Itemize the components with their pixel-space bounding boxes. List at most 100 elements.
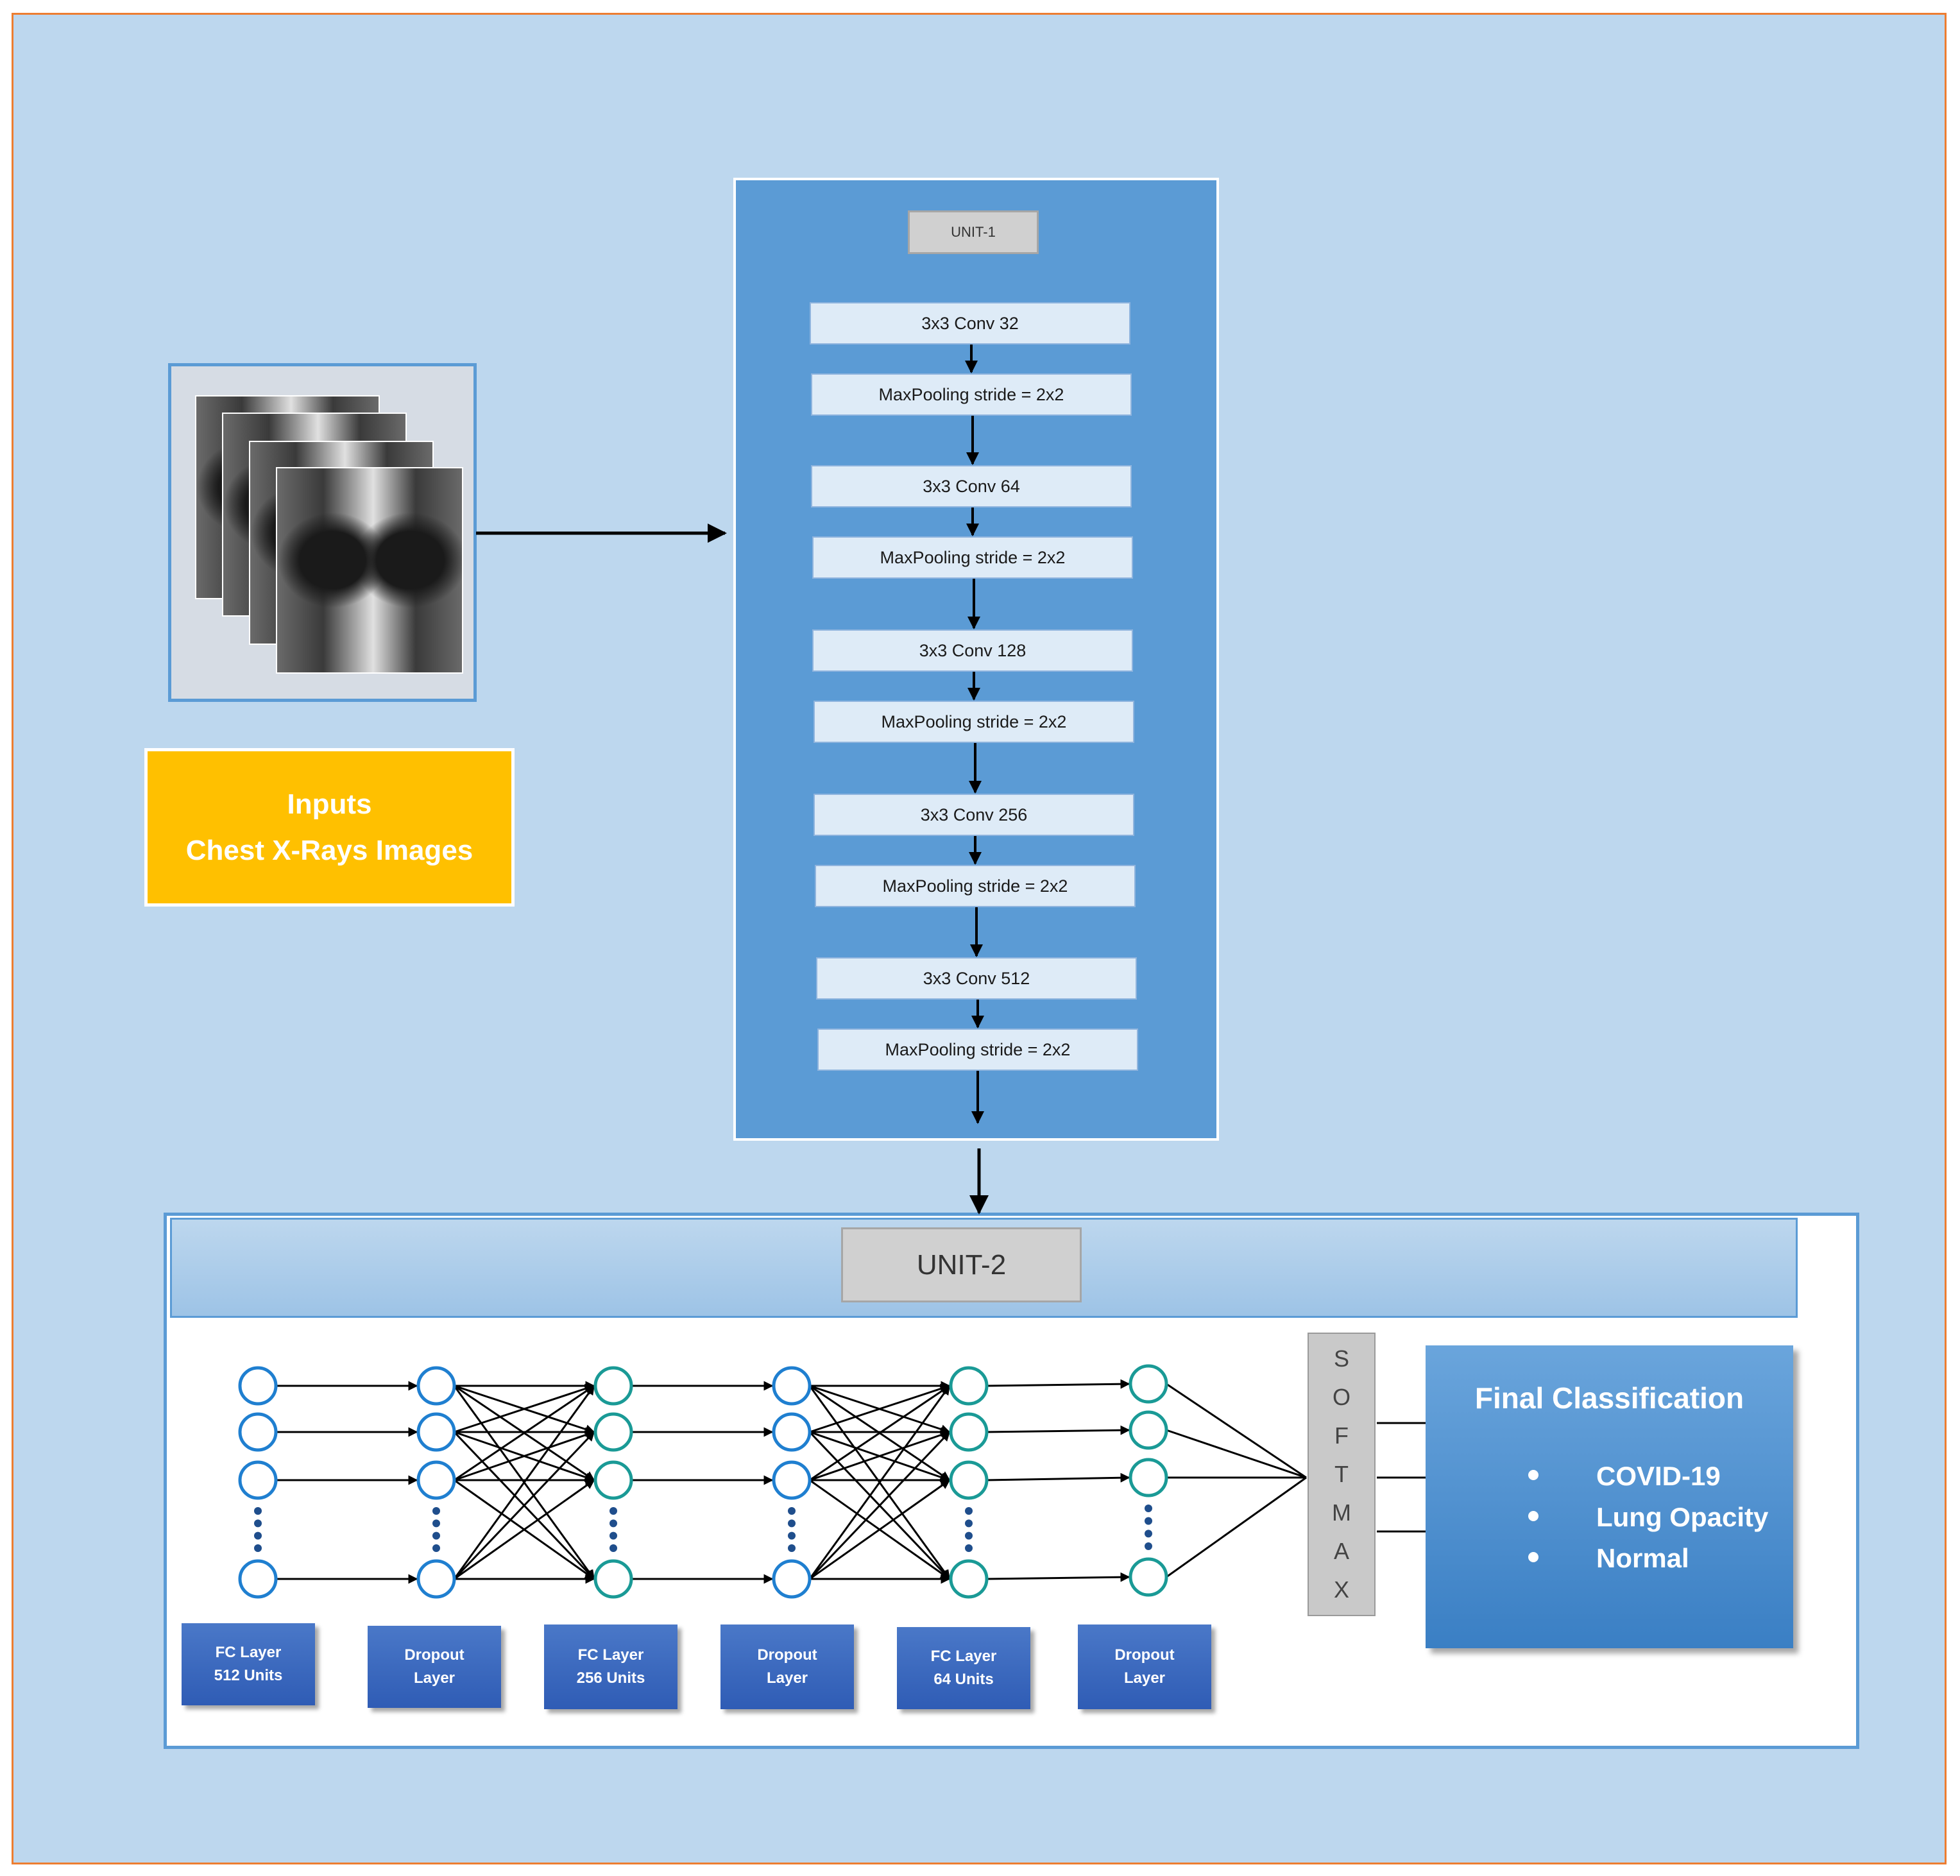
ellipsis-dot xyxy=(1145,1542,1152,1550)
ellipsis-dot xyxy=(788,1519,796,1528)
ellipsis-dot xyxy=(965,1507,973,1515)
bullet-icon xyxy=(1528,1552,1538,1562)
neuron xyxy=(593,1460,633,1500)
ellipsis-dot xyxy=(432,1507,440,1515)
network-edge xyxy=(454,1385,595,1481)
ellipsis-dot xyxy=(788,1544,796,1552)
inputs-label: Inputs Chest X-Rays Images xyxy=(144,748,515,907)
network-edge xyxy=(1166,1429,1307,1479)
network-edge xyxy=(809,1430,951,1481)
network-edge xyxy=(454,1479,595,1580)
maxpool-layer-4: MaxPooling stride = 2x2 xyxy=(815,865,1136,907)
layer-label-line: Layer xyxy=(766,1669,808,1687)
network-edges xyxy=(276,1379,1426,1584)
neuron xyxy=(238,1460,278,1500)
layer-label-line: Dropout xyxy=(757,1646,817,1664)
neuron xyxy=(416,1412,456,1452)
maxpool-layer-1: MaxPooling stride = 2x2 xyxy=(811,373,1132,416)
unit1-arrows xyxy=(476,345,989,1215)
ellipsis-dot xyxy=(1145,1530,1152,1538)
network-edge xyxy=(986,1425,1130,1435)
layer-label-line: Layer xyxy=(1123,1669,1166,1687)
ellipsis-dot xyxy=(254,1507,262,1515)
neuron xyxy=(1129,1458,1168,1497)
conv-layer-32: 3x3 Conv 32 xyxy=(810,302,1130,345)
network-edge xyxy=(986,1472,1130,1483)
network-edge xyxy=(808,1431,951,1580)
softmax-block: S O F T M A X xyxy=(1308,1333,1376,1616)
network-edge xyxy=(454,1384,595,1433)
ellipsis-dot xyxy=(609,1507,617,1515)
neuron xyxy=(772,1559,812,1599)
network-edge xyxy=(1166,1383,1307,1479)
softmax-letter: S xyxy=(1333,1345,1349,1372)
layer-label-line: Layer xyxy=(413,1669,456,1687)
ellipsis-dot xyxy=(1145,1517,1152,1525)
conv-layer-256: 3x3 Conv 256 xyxy=(814,794,1134,836)
neuron xyxy=(416,1460,456,1500)
ellipsis-dot xyxy=(254,1531,262,1540)
neuron xyxy=(416,1366,456,1406)
ellipsis-dot xyxy=(609,1519,617,1528)
fc-layer-64-label: FC Layer 64 Units xyxy=(897,1627,1030,1709)
network-edge xyxy=(986,1572,1130,1582)
softmax-letter: O xyxy=(1332,1384,1351,1410)
ellipsis-dot xyxy=(432,1531,440,1540)
neuron xyxy=(238,1412,278,1452)
network-edge xyxy=(809,1385,951,1481)
neuron xyxy=(949,1412,989,1452)
network-edge xyxy=(454,1430,595,1481)
neuron xyxy=(1129,1410,1168,1450)
layer-label-line: Dropout xyxy=(404,1646,464,1664)
neuron xyxy=(593,1412,633,1452)
neuron xyxy=(772,1366,812,1406)
conv-layer-128: 3x3 Conv 128 xyxy=(812,629,1133,672)
neuron xyxy=(593,1559,633,1599)
layer-label-line: FC Layer xyxy=(930,1648,997,1665)
class-label: COVID-19 xyxy=(1596,1461,1721,1491)
conv-layer-512: 3x3 Conv 512 xyxy=(816,957,1137,1000)
ellipsis-dot xyxy=(254,1519,262,1528)
ellipsis-dot xyxy=(1145,1505,1152,1512)
ellipsis-dot xyxy=(788,1507,796,1515)
dropout-layer-label: Dropout Layer xyxy=(368,1626,501,1708)
inputs-title: Inputs xyxy=(287,788,372,820)
layer-label-line: Dropout xyxy=(1114,1646,1175,1664)
unit1-label: UNIT-1 xyxy=(908,210,1039,254)
ellipsis-dot xyxy=(432,1544,440,1552)
layer-label-line: 64 Units xyxy=(933,1671,994,1688)
network-edge xyxy=(809,1479,951,1580)
softmax-letter: F xyxy=(1334,1422,1349,1449)
xray-image xyxy=(276,467,463,674)
fc-layer-256-label: FC Layer 256 Units xyxy=(544,1624,677,1709)
dropout-layer-label: Dropout Layer xyxy=(720,1624,854,1709)
network-edge xyxy=(1166,1476,1307,1578)
bullet-icon xyxy=(1528,1470,1538,1480)
maxpool-layer-3: MaxPooling stride = 2x2 xyxy=(814,701,1134,743)
class-label: Lung Opacity xyxy=(1596,1502,1769,1532)
conv-layer-64: 3x3 Conv 64 xyxy=(811,465,1132,507)
class-label: Normal xyxy=(1596,1543,1689,1573)
maxpool-layer-5: MaxPooling stride = 2x2 xyxy=(817,1028,1138,1071)
ellipsis-dot xyxy=(609,1531,617,1540)
maxpool-layer-2: MaxPooling stride = 2x2 xyxy=(812,536,1133,579)
layer-label-line: 512 Units xyxy=(214,1667,283,1684)
final-classification-title: Final Classification xyxy=(1474,1381,1744,1415)
layer-label-line: FC Layer xyxy=(215,1644,282,1661)
softmax-letter: T xyxy=(1334,1461,1349,1487)
neuron xyxy=(238,1366,278,1406)
final-classification-box: Final Classification COVID-19 Lung Opaci… xyxy=(1426,1345,1793,1648)
bullet-icon xyxy=(1528,1511,1538,1521)
softmax-letter: X xyxy=(1333,1576,1349,1603)
neuron xyxy=(1129,1364,1168,1404)
neuron xyxy=(1129,1557,1168,1597)
neuron xyxy=(416,1559,456,1599)
neuron xyxy=(949,1559,989,1599)
ellipsis-dot xyxy=(965,1531,973,1540)
ellipsis-dot xyxy=(609,1544,617,1552)
dropout-layer-label: Dropout Layer xyxy=(1078,1624,1211,1709)
network-edge xyxy=(453,1431,595,1580)
neuron xyxy=(949,1366,989,1406)
softmax-letter: A xyxy=(1333,1538,1349,1564)
network-edge xyxy=(986,1379,1130,1389)
